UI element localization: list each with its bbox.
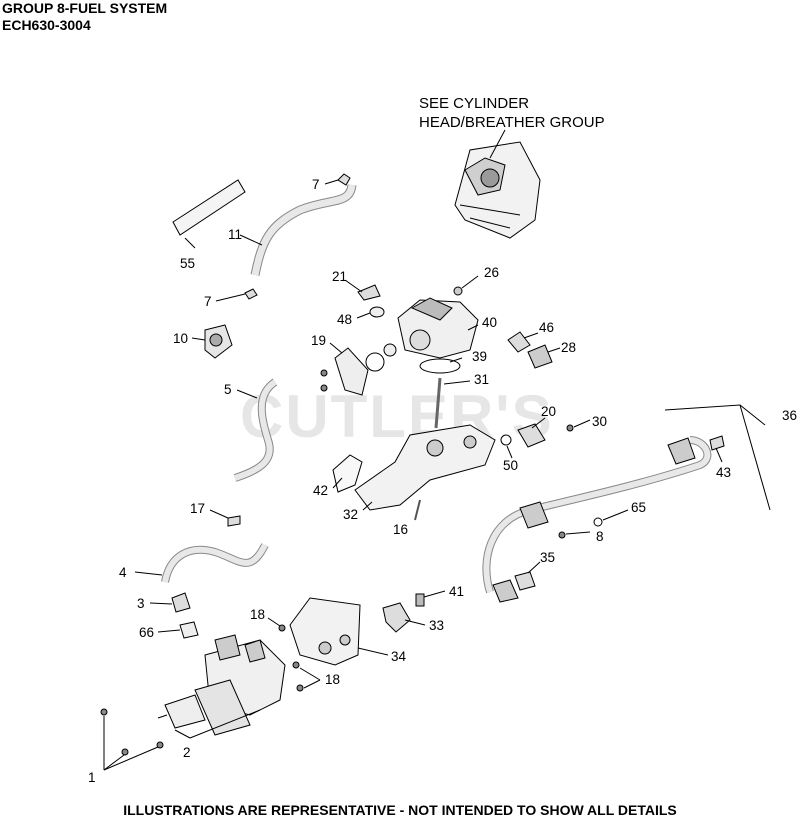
fuel-pump-module-2 xyxy=(157,634,286,739)
cylinder-head-part xyxy=(454,129,541,239)
callout-3: 3 xyxy=(137,596,145,611)
callout-19: 19 xyxy=(311,333,326,348)
callout-32: 32 xyxy=(343,507,358,522)
reference-note-line1: SEE CYLINDER xyxy=(419,95,530,112)
callout-34: 34 xyxy=(391,649,407,664)
callout-39: 39 xyxy=(472,349,487,364)
reference-note: SEE CYLINDER HEAD/BREATHER GROUP xyxy=(419,94,605,132)
callout-65: 65 xyxy=(631,500,646,515)
model-number: ECH630-3004 xyxy=(2,17,91,33)
callout-7: 7 xyxy=(312,177,320,192)
intake-manifold xyxy=(332,424,496,521)
sensor-33-and-bolt-41 xyxy=(382,590,446,633)
screws-1 xyxy=(100,708,164,771)
callout-40: 40 xyxy=(482,315,497,330)
callout-46: 46 xyxy=(539,320,554,335)
part-5-hose xyxy=(233,378,278,482)
callout-4: 4 xyxy=(119,565,127,580)
part-11-hose xyxy=(184,184,357,276)
callout-1: 1 xyxy=(88,770,96,785)
callout-42: 42 xyxy=(313,483,328,498)
callout-17: 17 xyxy=(190,501,205,516)
callout-43: 43 xyxy=(716,465,731,480)
callout-18: 18 xyxy=(250,607,265,622)
bracket-34-assembly xyxy=(157,597,389,692)
callout-26: 26 xyxy=(484,265,499,280)
callout-55: 55 xyxy=(180,256,195,271)
part-55-tube xyxy=(172,179,246,236)
clamp-parts xyxy=(215,173,351,302)
callout-66: 66 xyxy=(139,625,154,640)
callout-16: 16 xyxy=(393,522,408,537)
watermark: CUTLER'S xyxy=(240,383,554,450)
callout-5: 5 xyxy=(224,382,232,397)
fitting-parts xyxy=(500,417,591,459)
callout-31: 31 xyxy=(474,372,489,387)
part-4-hose xyxy=(134,543,269,583)
callout-35: 35 xyxy=(540,550,555,565)
callout-30: 30 xyxy=(592,414,607,429)
oring-and-rod xyxy=(419,357,471,429)
reference-note-line2: HEAD/BREATHER GROUP xyxy=(419,114,605,131)
callout-33: 33 xyxy=(429,618,444,633)
callout-50: 50 xyxy=(503,458,518,473)
part-3-connector xyxy=(149,592,191,613)
disclaimer-footer: ILLUSTRATIONS ARE REPRESENTATIVE - NOT I… xyxy=(123,802,677,818)
callout-48: 48 xyxy=(337,312,352,327)
part-17-fitting xyxy=(209,509,241,527)
callout-11: 11 xyxy=(228,227,242,242)
callout-2: 2 xyxy=(183,745,191,760)
callout-41: 41 xyxy=(449,584,464,599)
callout-7: 7 xyxy=(204,294,212,309)
sensor-parts xyxy=(507,331,561,369)
diagram-title: GROUP 8-FUEL SYSTEM xyxy=(2,0,168,16)
callout-21: 21 xyxy=(332,269,347,284)
callout-18: 18 xyxy=(325,672,340,687)
wiring-harness-36 xyxy=(482,404,771,603)
part-19-housing xyxy=(320,342,369,396)
throttle-body-assembly xyxy=(344,275,479,372)
parts-drawing xyxy=(100,129,771,771)
small-fasteners xyxy=(514,509,629,591)
callout-10: 10 xyxy=(173,331,188,346)
callout-36: 36 xyxy=(782,408,797,423)
part-10-component xyxy=(191,324,233,359)
callout-8: 8 xyxy=(596,529,604,544)
callout-28: 28 xyxy=(561,340,576,355)
callout-20: 20 xyxy=(541,404,556,419)
